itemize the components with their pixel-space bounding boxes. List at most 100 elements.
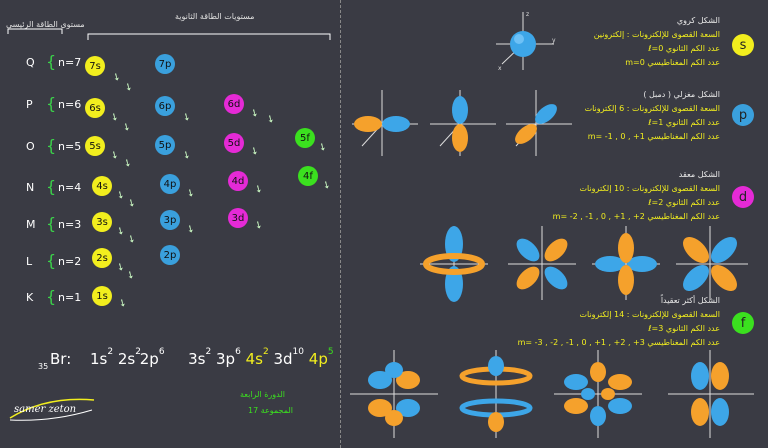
shell-n-o: n=5 <box>58 140 82 153</box>
s-letter-badge: s <box>732 34 754 56</box>
orbital-5p: 5p <box>155 135 175 155</box>
arrow-icon: ➘ <box>319 178 333 193</box>
logo-swoosh <box>9 398 95 421</box>
s-magnetic: عدد الكم المغناطيسي m=0 <box>625 58 720 67</box>
f-azimuthal: عدد الكم الثانوي ℓ=3 <box>648 324 720 333</box>
arrow-icon: ➘ <box>113 260 127 275</box>
brace-l: { <box>46 251 57 270</box>
arrow-icon: ➘ <box>263 112 277 127</box>
p-orbitals-diagram <box>352 90 572 156</box>
shell-n-k: n=1 <box>58 291 82 304</box>
p-azimuthal: عدد الكم الثانوي ℓ=1 <box>648 118 720 127</box>
shell-letter-m: M <box>26 218 36 231</box>
svg-text:y: y <box>552 37 556 44</box>
shell-letter-p: P <box>26 98 33 111</box>
orbital-5d: 5d <box>224 133 244 153</box>
brace-o: { <box>46 136 57 155</box>
group-label: المجموعة 17 <box>248 406 293 415</box>
arrow-icon: ➘ <box>251 182 265 197</box>
header-brackets <box>7 28 331 40</box>
d-azimuthal: عدد الكم الثانوي ℓ=2 <box>648 198 720 207</box>
brace-k: { <box>46 287 57 306</box>
arrow-icon: ➘ <box>113 224 127 239</box>
orbital-3s: 3s <box>92 212 112 232</box>
arrow-icon: ➘ <box>109 70 123 85</box>
s-orbital-diagram: y z x <box>496 11 556 72</box>
orbital-7p: 7p <box>155 54 175 74</box>
s-azimuthal: عدد الكم الثانوي ℓ=0 <box>648 44 720 53</box>
orbital-3d: 3d <box>228 208 248 228</box>
brace-p: { <box>46 94 57 113</box>
orbital-3p: 3p <box>160 210 180 230</box>
shell-n-n: n=4 <box>58 181 82 194</box>
f-capacity: السعة القصوى للإلكترونات : 14 إلكترونات <box>579 310 720 319</box>
s-shape: الشكل كروي <box>676 16 720 25</box>
arrow-icon: ➘ <box>107 148 121 163</box>
orbital-7s: 7s <box>85 56 105 76</box>
arrow-icon: ➘ <box>315 140 329 155</box>
arrow-icon: ➘ <box>183 222 197 237</box>
arrow-icon: ➘ <box>123 268 137 283</box>
sub-levels-header: مستويات الطاقة الثانوية <box>175 12 255 21</box>
brace-q: { <box>46 52 57 71</box>
shell-letter-o: O <box>26 140 35 153</box>
orbital-4f: 4f <box>298 166 318 186</box>
period-label: الدورة الرابعة <box>240 390 285 399</box>
shell-letter-l: L <box>26 255 33 268</box>
arrow-icon: ➘ <box>251 218 265 233</box>
p-capacity: السعة القصوى للإلكترونات : 6 إلكترونات <box>584 104 720 113</box>
element-symbol: Br: <box>50 350 72 368</box>
orbital-6s: 6s <box>85 98 105 118</box>
arrow-icon: ➘ <box>247 106 261 121</box>
logo-text: samer zeton <box>14 404 77 415</box>
shell-letter-q: Q <box>26 56 35 69</box>
arrow-icon: ➘ <box>179 148 193 163</box>
s-capacity: السعة القصوى للإلكترونات : إلكترونين <box>593 30 720 39</box>
d-shape: الشكل معقد <box>678 170 720 179</box>
atomic-number: 35 <box>38 362 49 371</box>
shell-letter-k: K <box>26 291 34 304</box>
shell-n-q: n=7 <box>58 56 82 69</box>
arrow-icon: ➘ <box>113 188 127 203</box>
main-level-header: مستوى الطاقة الرئيسي <box>6 20 85 29</box>
arrow-icon: ➘ <box>247 144 261 159</box>
orbital-1s: 1s <box>92 286 112 306</box>
arrow-icon: ➘ <box>124 196 138 211</box>
orbital-5s: 5s <box>85 136 105 156</box>
f-letter-badge: f <box>732 312 754 334</box>
arrow-icon: ➘ <box>121 80 135 95</box>
brace-n: { <box>46 177 57 196</box>
shell-n-m: n=3 <box>58 218 82 231</box>
orbital-6p: 6p <box>155 96 175 116</box>
orbital-2p: 2p <box>160 245 180 265</box>
f-magnetic: عدد الكم المغناطيسي m= -3 , -2 , -1 , 0 … <box>517 338 720 347</box>
d-magnetic: عدد الكم المغناطيسي m= -2 , -1 , 0 , +1 … <box>552 212 720 221</box>
arrow-icon: ➘ <box>183 186 197 201</box>
f-orbitals-diagram <box>350 350 754 438</box>
shell-n-p: n=6 <box>58 98 82 111</box>
orbital-5f: 5f <box>295 128 315 148</box>
orbital-6d: 6d <box>224 94 244 114</box>
d-letter-badge: d <box>732 186 754 208</box>
arrow-icon: ➘ <box>115 296 129 311</box>
orbital-4d: 4d <box>228 171 248 191</box>
arrow-icon: ➘ <box>119 120 133 135</box>
p-shape: الشكل مغزلي ( دمبل ) <box>643 90 720 99</box>
p-letter-badge: p <box>732 104 754 126</box>
orbital-4s: 4s <box>92 176 112 196</box>
center-divider <box>340 0 341 448</box>
arrow-icon: ➘ <box>120 156 134 171</box>
arrow-icon: ➘ <box>179 110 193 125</box>
electron-configuration: 1s2 2s2 2p6 3s2 3p6 4s2 3d10 4p5 <box>90 347 334 368</box>
d-capacity: السعة القصوى للإلكترونات : 10 إلكترونات <box>579 184 720 193</box>
arrow-icon: ➘ <box>107 110 121 125</box>
brace-m: { <box>46 214 57 233</box>
svg-text:z: z <box>526 11 529 18</box>
shell-n-l: n=2 <box>58 255 82 268</box>
f-shape: الشكل أكثر تعقيداً <box>660 296 720 305</box>
p-magnetic: عدد الكم المغناطيسي m= -1 , 0 , +1 <box>587 132 720 141</box>
d-orbitals-diagram <box>420 226 748 302</box>
orbital-4p: 4p <box>160 174 180 194</box>
shell-letter-n: N <box>26 181 35 194</box>
orbital-2s: 2s <box>92 248 112 268</box>
